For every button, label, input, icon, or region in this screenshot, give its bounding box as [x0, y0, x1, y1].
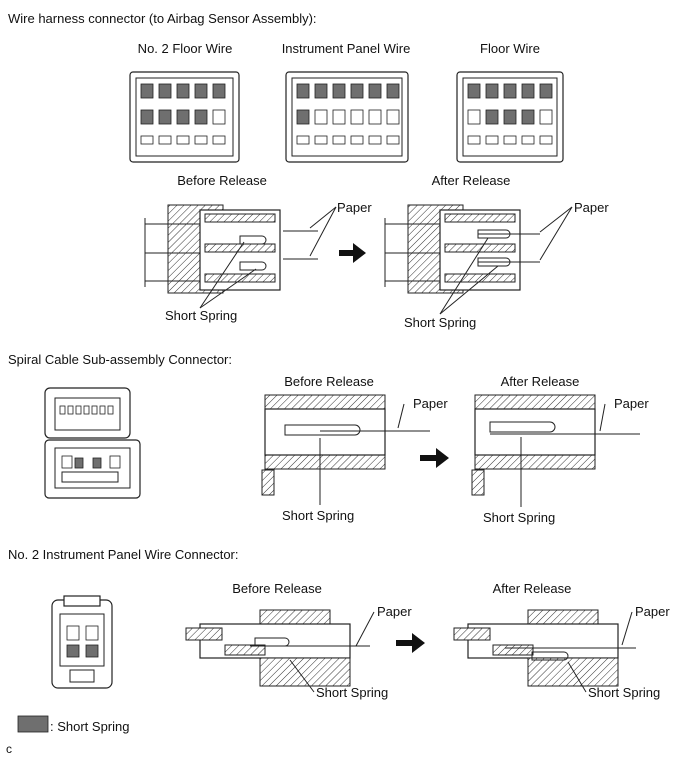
- wh-after-short-spring-label: Short Spring: [404, 315, 477, 330]
- wh-before-paper-label: Paper: [337, 200, 372, 215]
- no2-floor-short-spring-cavity: [212, 83, 226, 99]
- no2-floor-bottom-cavity: [194, 135, 208, 145]
- no2-floor-bottom-cavity: [158, 135, 172, 145]
- ip-wire-short-spring-cavity: [386, 83, 400, 99]
- legend-label: : Short Spring: [50, 719, 130, 734]
- ip-wire-cavity: [314, 109, 328, 125]
- floor-wire-short-spring-cavity: [503, 109, 517, 125]
- connector-label-floor-wire: Floor Wire: [480, 41, 540, 56]
- wh-before-short-spring-label: Short Spring: [165, 308, 238, 323]
- no2-floor-wire-connector-front: [129, 71, 240, 163]
- wh-before-release-sideview: [144, 204, 337, 309]
- spiral-after-short-spring-label: Short Spring: [483, 510, 556, 525]
- instrument-panel-wire-connector-front: [285, 71, 409, 163]
- floor-wire-bottom-cavity: [521, 135, 535, 145]
- ip-wire-bottom-cavity: [350, 135, 364, 145]
- legend-swatch: [17, 715, 49, 733]
- spiral-before-release-sideview: [261, 394, 430, 505]
- floor-wire-short-spring-cavity: [485, 109, 499, 125]
- ip-wire-short-spring-cavity: [314, 83, 328, 99]
- floor-wire-short-spring-cavity: [521, 83, 535, 99]
- ip2-before-paper-label: Paper: [377, 604, 412, 619]
- spiral-after-release-label: After Release: [500, 374, 580, 389]
- ip2-after-paper-label: Paper: [635, 604, 670, 619]
- ip2-after-release-sideview: [453, 609, 636, 693]
- floor-wire-short-spring-cavity: [539, 83, 553, 99]
- spiral-connector-front: [44, 387, 141, 499]
- no2-floor-short-spring-cavity: [140, 83, 154, 99]
- floor-wire-bottom-cavity: [539, 135, 553, 145]
- no2-floor-short-spring-cavity: [158, 109, 172, 125]
- spiral-section-title: Spiral Cable Sub-assembly Connector:: [8, 352, 232, 367]
- ip-wire-cavity: [368, 109, 382, 125]
- ip-wire-cavity: [350, 109, 364, 125]
- ip2-before-short-spring-label: Short Spring: [316, 685, 389, 700]
- floor-wire-bottom-cavity: [467, 135, 481, 145]
- no2-floor-cavity: [212, 109, 226, 125]
- no2-floor-short-spring-cavity: [140, 109, 154, 125]
- ip2-connector-front: [51, 595, 113, 689]
- wh-after-paper-label: Paper: [574, 200, 609, 215]
- ip-wire-short-spring-cavity: [296, 109, 310, 125]
- floor-wire-short-spring-cavity: [485, 83, 499, 99]
- floor-wire-bottom-cavity: [485, 135, 499, 145]
- wire-harness-section-title: Wire harness connector (to Airbag Sensor…: [8, 11, 317, 26]
- ip-wire-cavity: [332, 109, 346, 125]
- spiral-pin-cavity: [67, 405, 74, 415]
- spiral-pin-cavity: [91, 405, 98, 415]
- spiral-after-paper-label: Paper: [614, 396, 649, 411]
- no2-floor-short-spring-cavity: [194, 109, 208, 125]
- ip-wire-short-spring-cavity: [332, 83, 346, 99]
- spiral-pin-cavity: [107, 405, 114, 415]
- ip2-after-release-label: After Release: [492, 581, 572, 596]
- ip-wire-short-spring-cavity: [350, 83, 364, 99]
- no2-floor-short-spring-cavity: [158, 83, 172, 99]
- spiral-pin-cavity: [59, 405, 66, 415]
- no2-floor-short-spring-cavity: [176, 83, 190, 99]
- ip2-section-title: No. 2 Instrument Panel Wire Connector:: [8, 547, 239, 562]
- ip-wire-bottom-cavity: [296, 135, 310, 145]
- spiral-after-release-sideview: [471, 394, 640, 507]
- ip-wire-cavity: [386, 109, 400, 125]
- wh-after-release-label: After Release: [431, 173, 511, 188]
- spiral-pin-cavity: [83, 405, 90, 415]
- footer-code: c: [6, 742, 12, 756]
- ip-wire-short-spring-cavity: [296, 83, 310, 99]
- no2-floor-bottom-cavity: [176, 135, 190, 145]
- spiral-before-short-spring-label: Short Spring: [282, 508, 355, 523]
- spiral-pin-cavity: [99, 405, 106, 415]
- ip-wire-bottom-cavity: [368, 135, 382, 145]
- connector-label-instrument-panel-wire: Instrument Panel Wire: [281, 41, 411, 56]
- no2-floor-bottom-cavity: [140, 135, 154, 145]
- no2-floor-bottom-cavity: [212, 135, 226, 145]
- spiral-before-release-label: Before Release: [284, 374, 374, 389]
- ip2-after-short-spring-label: Short Spring: [588, 685, 661, 700]
- ip-wire-bottom-cavity: [314, 135, 328, 145]
- spiral-release-arrow: [420, 448, 449, 468]
- wh-release-arrow: [339, 243, 366, 263]
- ip2-release-arrow: [396, 633, 425, 653]
- wh-after-release-sideview: [384, 204, 573, 315]
- ip2-before-release-sideview: [185, 609, 375, 693]
- floor-wire-connector-front: [456, 71, 564, 163]
- wh-before-release-label: Before Release: [177, 173, 267, 188]
- floor-wire-short-spring-cavity: [467, 83, 481, 99]
- connector-label-no2-floor-wire: No. 2 Floor Wire: [137, 41, 233, 56]
- floor-wire-cavity: [467, 109, 481, 125]
- floor-wire-short-spring-cavity: [521, 109, 535, 125]
- spiral-before-paper-label: Paper: [413, 396, 448, 411]
- floor-wire-bottom-cavity: [503, 135, 517, 145]
- floor-wire-short-spring-cavity: [503, 83, 517, 99]
- ip2-before-release-label: Before Release: [232, 581, 322, 596]
- spiral-pin-cavity: [75, 405, 82, 415]
- no2-floor-short-spring-cavity: [176, 109, 190, 125]
- floor-wire-cavity: [539, 109, 553, 125]
- ip-wire-bottom-cavity: [332, 135, 346, 145]
- no2-floor-short-spring-cavity: [194, 83, 208, 99]
- ip-wire-short-spring-cavity: [368, 83, 382, 99]
- ip-wire-bottom-cavity: [386, 135, 400, 145]
